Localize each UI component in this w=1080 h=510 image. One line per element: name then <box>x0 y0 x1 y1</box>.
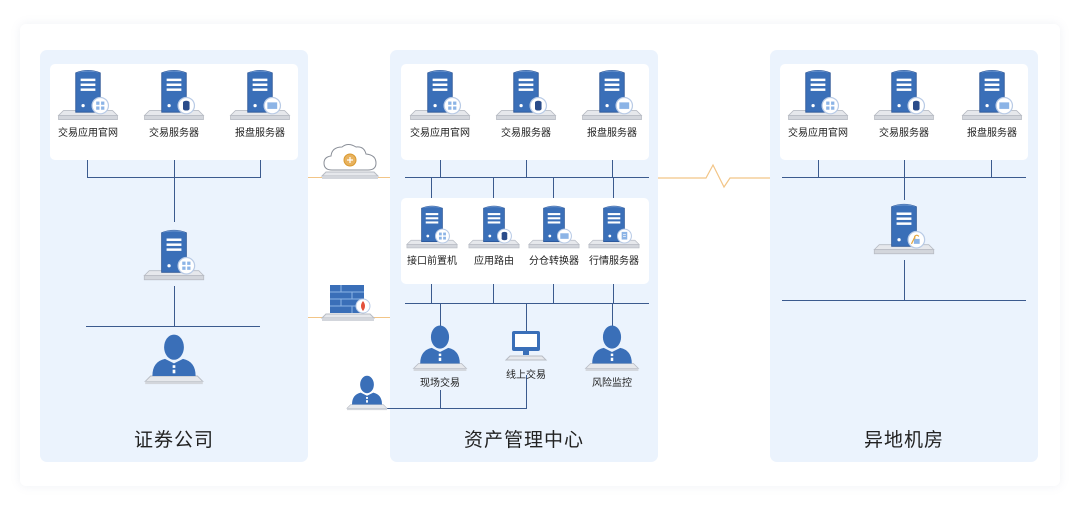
server-node[interactable]: 交易服务器 <box>864 68 944 139</box>
server-node[interactable]: 交易应用官网 <box>48 68 128 139</box>
server-label: 报盘服务器 <box>587 128 637 139</box>
zone-title: 证券公司 <box>133 429 214 451</box>
server-app-icon <box>407 68 473 122</box>
client-label: 线上交易 <box>506 370 546 381</box>
server-label: 报盘服务器 <box>967 128 1017 139</box>
zone-title: 异地机房 <box>863 429 944 451</box>
server-label: 交易应用官网 <box>788 128 848 139</box>
server-node[interactable]: 交易服务器 <box>134 68 214 139</box>
client-node[interactable]: 风险监控 <box>572 322 652 389</box>
server-node[interactable]: 行情服务器 <box>574 204 654 267</box>
server-lock-icon <box>871 196 937 262</box>
server-node[interactable] <box>134 222 214 288</box>
server-app-icon <box>55 68 121 122</box>
server-label: 交易服务器 <box>149 128 199 139</box>
server-label: 行情服务器 <box>589 256 639 267</box>
server-node[interactable]: 报盘服务器 <box>572 68 652 139</box>
server-node[interactable]: 交易应用官网 <box>400 68 480 139</box>
server-database-icon <box>871 68 937 122</box>
user-icon <box>342 372 392 412</box>
server-label: 应用路由 <box>474 256 514 267</box>
server-node[interactable]: 报盘服务器 <box>952 68 1032 139</box>
client-label: 风险监控 <box>592 378 632 389</box>
server-app-icon <box>785 68 851 122</box>
firewall-icon <box>320 285 376 321</box>
server-screen-icon <box>227 68 293 122</box>
server-database-icon <box>141 68 207 122</box>
server-node[interactable]: 交易服务器 <box>486 68 566 139</box>
user-node[interactable] <box>134 330 214 386</box>
server-label: 交易服务器 <box>501 128 551 139</box>
server-app-icon <box>404 204 460 250</box>
server-node[interactable]: 交易应用官网 <box>778 68 858 139</box>
server-node[interactable]: 分仓转换器 <box>514 204 594 267</box>
zigzag-link-icon <box>658 163 770 189</box>
server-label: 报盘服务器 <box>235 128 285 139</box>
server-screen-icon <box>526 204 582 250</box>
user-icon <box>579 322 645 372</box>
remote-user-node[interactable] <box>327 372 407 412</box>
server-label: 接口前置机 <box>407 256 457 267</box>
server-database-icon <box>493 68 559 122</box>
server-screen-icon <box>959 68 1025 122</box>
server-screen-icon <box>579 68 645 122</box>
cloud-node[interactable] <box>310 140 390 182</box>
server-doc-icon <box>586 204 642 250</box>
monitor-icon <box>504 331 548 361</box>
zone-title: 资产管理中心 <box>463 429 584 451</box>
cloud-icon <box>320 144 380 179</box>
client-node[interactable]: 现场交易 <box>400 322 480 389</box>
server-label: 分仓转换器 <box>529 256 579 267</box>
client-label: 现场交易 <box>420 378 460 389</box>
firewall-node[interactable] <box>308 282 388 322</box>
user-icon <box>138 330 210 386</box>
server-node[interactable]: 报盘服务器 <box>220 68 300 139</box>
client-node[interactable]: 线上交易 <box>486 330 566 381</box>
server-label: 交易服务器 <box>879 128 929 139</box>
server-app-icon <box>141 222 207 288</box>
server-node[interactable]: 接口前置机 <box>392 204 472 267</box>
server-node[interactable] <box>864 196 944 262</box>
server-label: 交易应用官网 <box>410 128 470 139</box>
server-database-icon <box>466 204 522 250</box>
user-icon <box>407 322 473 372</box>
server-node[interactable]: 应用路由 <box>454 204 534 267</box>
server-label: 交易应用官网 <box>58 128 118 139</box>
